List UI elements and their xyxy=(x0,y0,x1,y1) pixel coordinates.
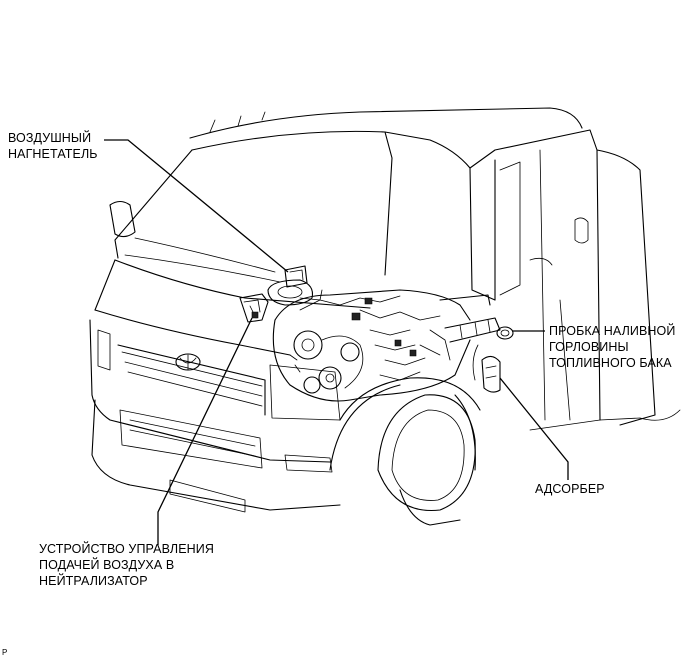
air-pump xyxy=(267,265,323,306)
fuel-cap-label-line-2: ГОРЛОВИНЫ xyxy=(549,340,629,354)
fuel-cap-label-line-3: ТОПЛИВНОГО БАКА xyxy=(549,356,672,370)
air-pump-label-line-2: НАГНЕТАТЕЛЬ xyxy=(8,147,98,161)
leader-lines xyxy=(104,139,569,545)
van-body-outline xyxy=(89,107,681,526)
air-pump-label-line-1: ВОЗДУШНЫЙ xyxy=(8,131,92,145)
air-pump-label: ВОЗДУШНЫЙ НАГНЕТАТЕЛЬ xyxy=(8,130,98,162)
air-control-valve xyxy=(239,293,269,323)
engine-assembly xyxy=(272,289,501,402)
canister-label-line-1: АДСОРБЕР xyxy=(535,482,605,496)
fuel-cap-label: ПРОБКА НАЛИВНОЙ ГОРЛОВИНЫ ТОПЛИВНОГО БАК… xyxy=(549,323,675,371)
corner-mark: P xyxy=(2,648,8,657)
air-control-label-line-3: НЕЙТРАЛИЗАТОР xyxy=(39,574,148,588)
charcoal-canister xyxy=(472,344,501,393)
air-control-label-line-2: ПОДАЧЕЙ ВОЗДУХА В xyxy=(39,558,175,572)
air-control-label-line-1: УСТРОЙСТВО УПРАВЛЕНИЯ xyxy=(39,542,214,556)
fuel-cap-label-line-1: ПРОБКА НАЛИВНОЙ xyxy=(549,324,676,338)
air-control-label: УСТРОЙСТВО УПРАВЛЕНИЯ ПОДАЧЕЙ ВОЗДУХА В … xyxy=(39,541,214,589)
fuel-cap xyxy=(496,326,514,340)
canister-label: АДСОРБЕР xyxy=(535,481,605,497)
